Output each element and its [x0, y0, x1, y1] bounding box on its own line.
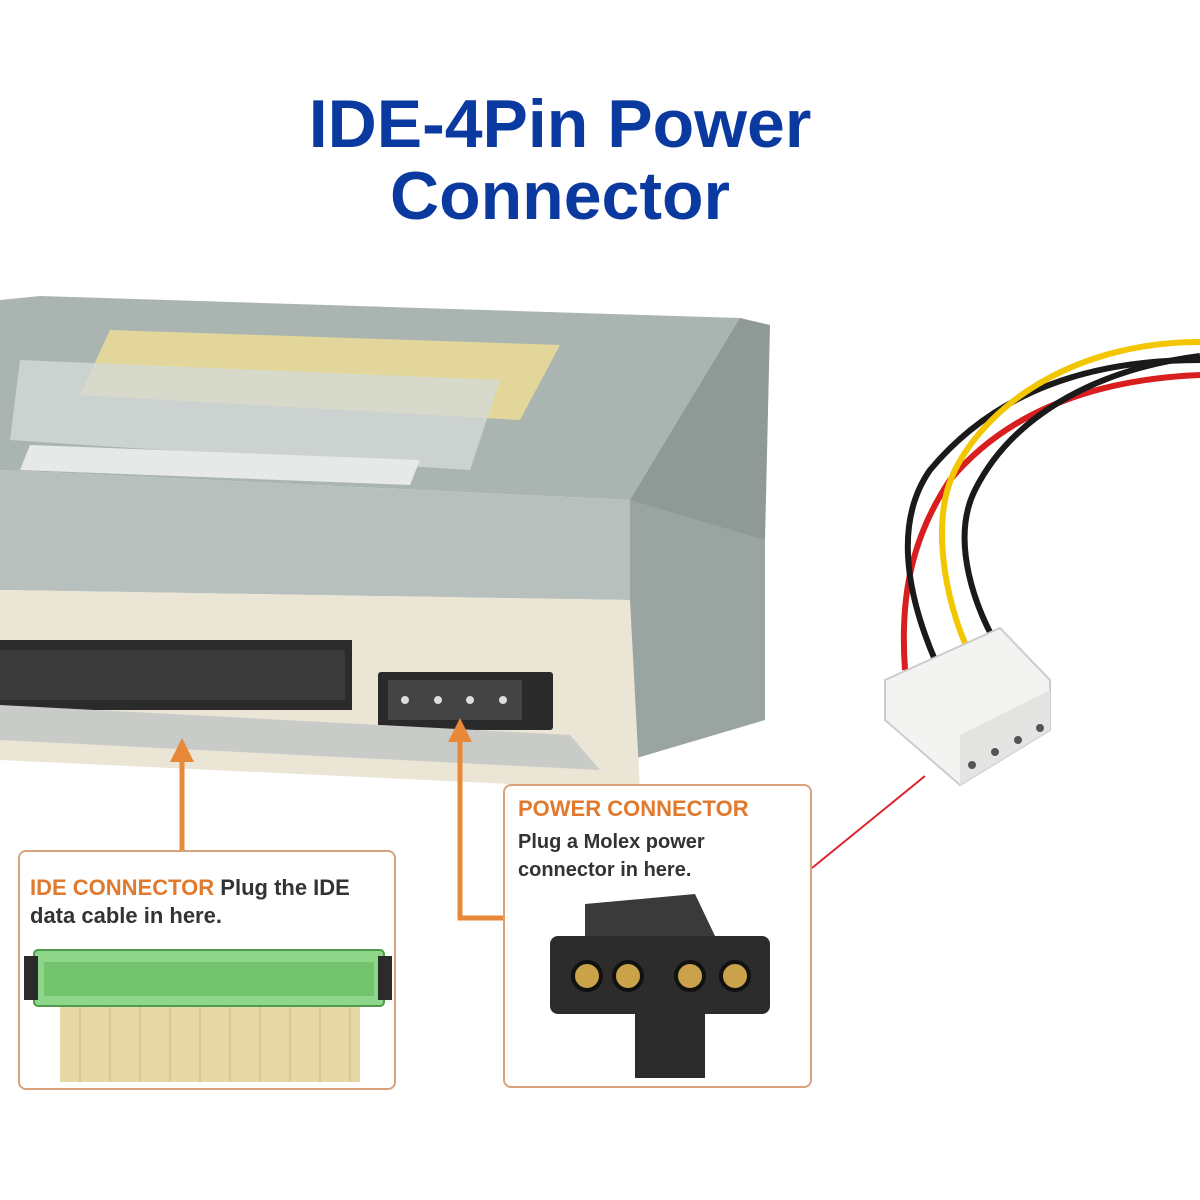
title-line-2: Connector [390, 158, 730, 234]
wire-black-2 [961, 353, 1200, 652]
wire-red [900, 372, 1200, 671]
power-arrow [448, 718, 505, 921]
ide-arrow [170, 738, 194, 850]
ide-cable-illustration [24, 949, 392, 1082]
molex-cable [900, 339, 1200, 671]
drive-front-face [0, 470, 630, 600]
title-line-1: IDE-4Pin Power [308, 86, 812, 162]
molex-connector-illustration [550, 894, 770, 1078]
power-callout-heading: POWER CONNECTOR [518, 796, 749, 821]
ide-callout-heading: IDE CONNECTOR [30, 875, 215, 900]
wire-black-1 [904, 357, 1200, 662]
ide-connector-callout: IDE CONNECTOR Plug the IDE data cable in… [18, 850, 396, 1090]
molex-plug [884, 626, 1051, 787]
ide-callout-text: Plug the IDE data cable in here. [30, 875, 350, 928]
wire-yellow [939, 339, 1200, 652]
power-connector-callout [503, 784, 812, 1088]
optical-drive [0, 296, 770, 790]
page-title: IDE-4Pin Power Connector [0, 88, 1120, 232]
pointer-line [811, 775, 926, 869]
power-callout-text: Plug a Molex power connector in here. [518, 831, 705, 881]
